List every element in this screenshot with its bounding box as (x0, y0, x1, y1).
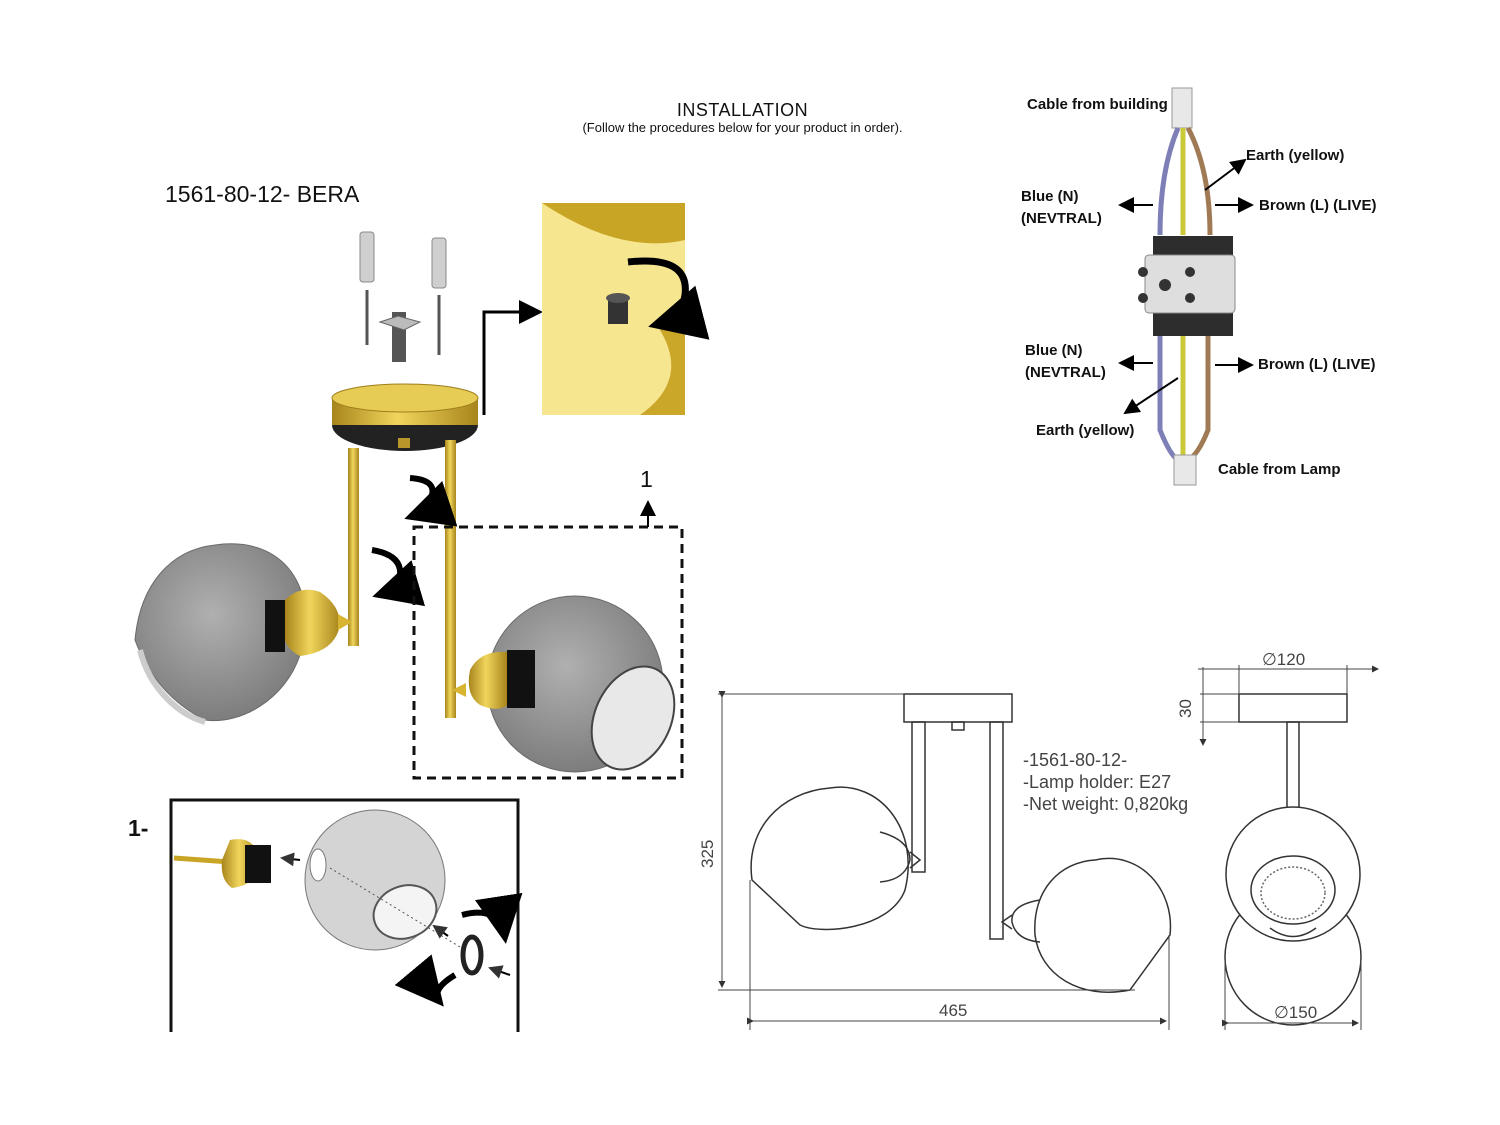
dim-total-width: 465 (939, 1001, 968, 1020)
detail-step-label: 1- (128, 815, 149, 841)
canopy (331, 383, 479, 451)
spec-lamp-holder: -Lamp holder: E27 (1023, 772, 1172, 792)
callout-box (412, 525, 684, 780)
installation-title: INSTALLATION (676, 100, 809, 120)
spec-model: -1561-80-12- (1023, 750, 1128, 770)
model-title: 1561-80-12- BERA (165, 181, 360, 207)
side-view-drawing (1224, 693, 1362, 1026)
brown-top-label: Brown (L) (LIVE) (1259, 197, 1377, 214)
earth-bottom-label: Earth (yellow) (1036, 422, 1135, 439)
neutral-bottom-label: (NEVTRAL) (1025, 364, 1106, 381)
cable-from-building-label: Cable from building (1027, 96, 1168, 113)
blue-top-label: Blue (N) (1021, 188, 1079, 205)
front-view-drawing (750, 693, 1172, 993)
left-globe (134, 543, 352, 725)
spec-net-weight: -Net weight: 0,820kg (1023, 794, 1189, 814)
detail-box (169, 798, 523, 1032)
installation-subtitle: (Follow the procedures below for your pr… (582, 120, 903, 135)
right-globe (452, 595, 676, 773)
canopy-zoom-inset (482, 203, 710, 415)
blue-bottom-label: Blue (N) (1025, 342, 1083, 359)
mounting-screws (359, 231, 447, 362)
wiring-diagram (1118, 87, 1254, 486)
rotate-arrow-icon (404, 475, 458, 527)
stems (348, 440, 456, 718)
rotate-arrow-icon (371, 547, 426, 607)
cable-from-lamp-label: Cable from Lamp (1218, 461, 1341, 478)
earth-top-label: Earth (yellow) (1246, 147, 1345, 164)
dim-canopy-diameter: ∅120 (1262, 650, 1306, 669)
side-dimension-lines (1198, 665, 1379, 1030)
neutral-top-label: (NEVTRAL) (1021, 210, 1102, 227)
dimension-lines (718, 691, 1170, 1030)
brown-bottom-label: Brown (L) (LIVE) (1258, 356, 1376, 373)
dim-globe-diameter: ∅150 (1274, 1003, 1318, 1022)
callout-number: 1 (640, 466, 653, 492)
